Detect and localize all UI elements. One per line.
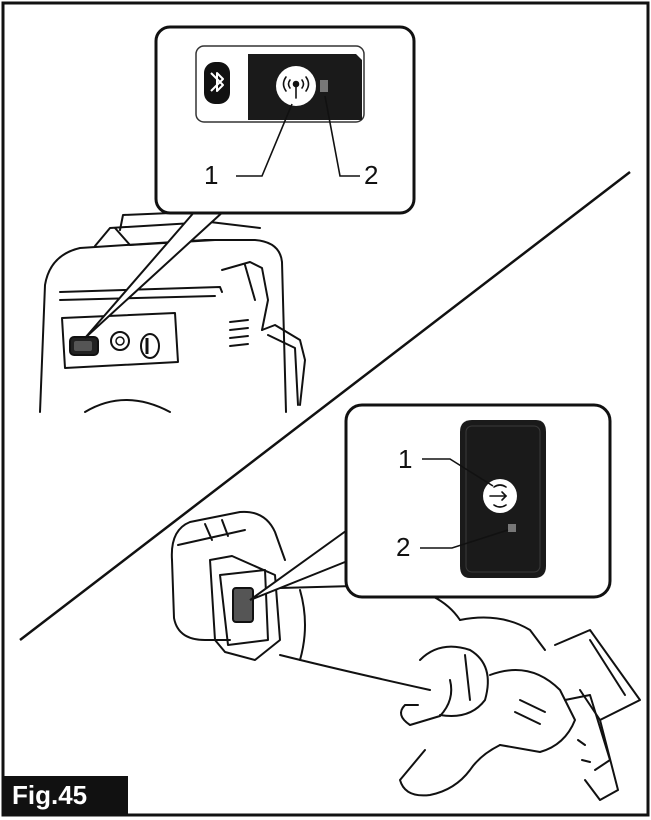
top-machine-button [110,331,130,351]
wireless-signal-icon [282,76,310,99]
bottom-leader-2 [420,529,509,549]
top-leader-2 [324,95,360,177]
bottom-tool-switch [232,587,254,623]
bottom-leader-1 [422,458,494,487]
bottom-callout-1: 1 [398,444,413,474]
top-callout-1: 1 [204,160,219,190]
bottom-callout-2: 2 [396,532,411,562]
diagonal-separator [19,171,631,641]
top-machine-knob [140,333,160,359]
bottom-tool-sketch [170,510,641,801]
top-leader-1 [236,103,293,177]
bluetooth-icon [210,72,224,92]
top-zoom-pointer [84,209,226,339]
bottom-indicator-lamp [508,524,516,532]
bottom-zoom-pointer [249,527,351,601]
top-indicator-lamp [320,80,328,92]
figure-label: Fig.45 [4,776,128,814]
wireless-activation-icon [489,484,508,508]
top-callout-2: 2 [364,160,379,190]
